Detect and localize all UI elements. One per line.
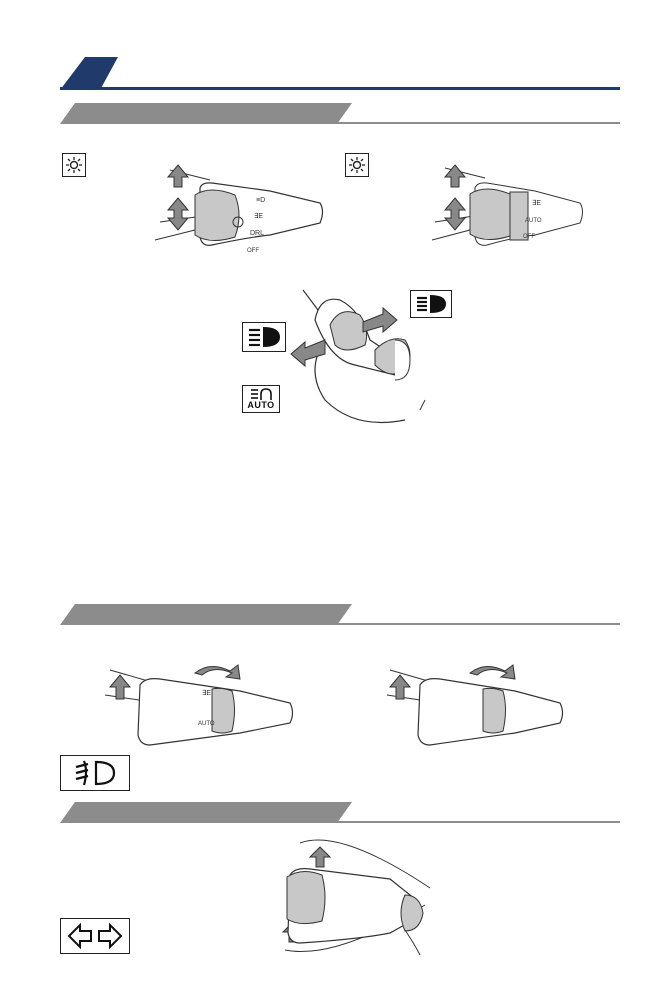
fog-switch-illustration-1: ∃E AUTO	[104, 664, 294, 746]
mark-hi: ≡D	[256, 197, 265, 204]
section-2-tab	[60, 604, 352, 625]
turn-signal-lever-illustration	[281, 839, 431, 956]
headlight-switch-icon	[62, 153, 86, 177]
headlight-lever-illustration-2: ∃E AUTO OFF	[431, 164, 583, 246]
auto-high-beam-icon: AUTO	[242, 385, 280, 413]
section-1-tab	[60, 103, 352, 124]
section-2-header	[60, 604, 620, 625]
chapter-header	[60, 57, 620, 124]
mark-auto: AUTO	[198, 721, 215, 727]
chapter-header-tab	[60, 57, 118, 90]
headlight-lever-illustration-1: ≡D ∃E DRL OFF	[154, 164, 324, 254]
hand-lever-illustration	[290, 289, 426, 423]
turn-signal-icon	[60, 918, 130, 954]
front-fog-icon	[60, 755, 130, 791]
mark-off: OFF	[247, 248, 259, 254]
mark-park: ∃E	[532, 199, 541, 207]
headlight-switch-icon	[345, 153, 369, 177]
high-beam-icon	[410, 290, 452, 318]
section-1-rule	[337, 122, 620, 124]
section-3-rule	[337, 821, 620, 823]
chapter-header-rule	[60, 87, 620, 90]
mark-drl: DRL	[250, 230, 264, 237]
auto-label: AUTO	[247, 400, 275, 410]
section-3-tab	[60, 802, 352, 823]
section-3-header	[60, 802, 620, 823]
mark-park: ∃E	[254, 212, 263, 220]
section-2-rule	[337, 623, 620, 625]
mark-auto: AUTO	[525, 218, 542, 224]
mark-park: ∃E	[202, 689, 211, 697]
mark-off: OFF	[523, 234, 535, 240]
fog-switch-illustration-2	[386, 664, 564, 746]
high-beam-icon	[242, 322, 286, 352]
